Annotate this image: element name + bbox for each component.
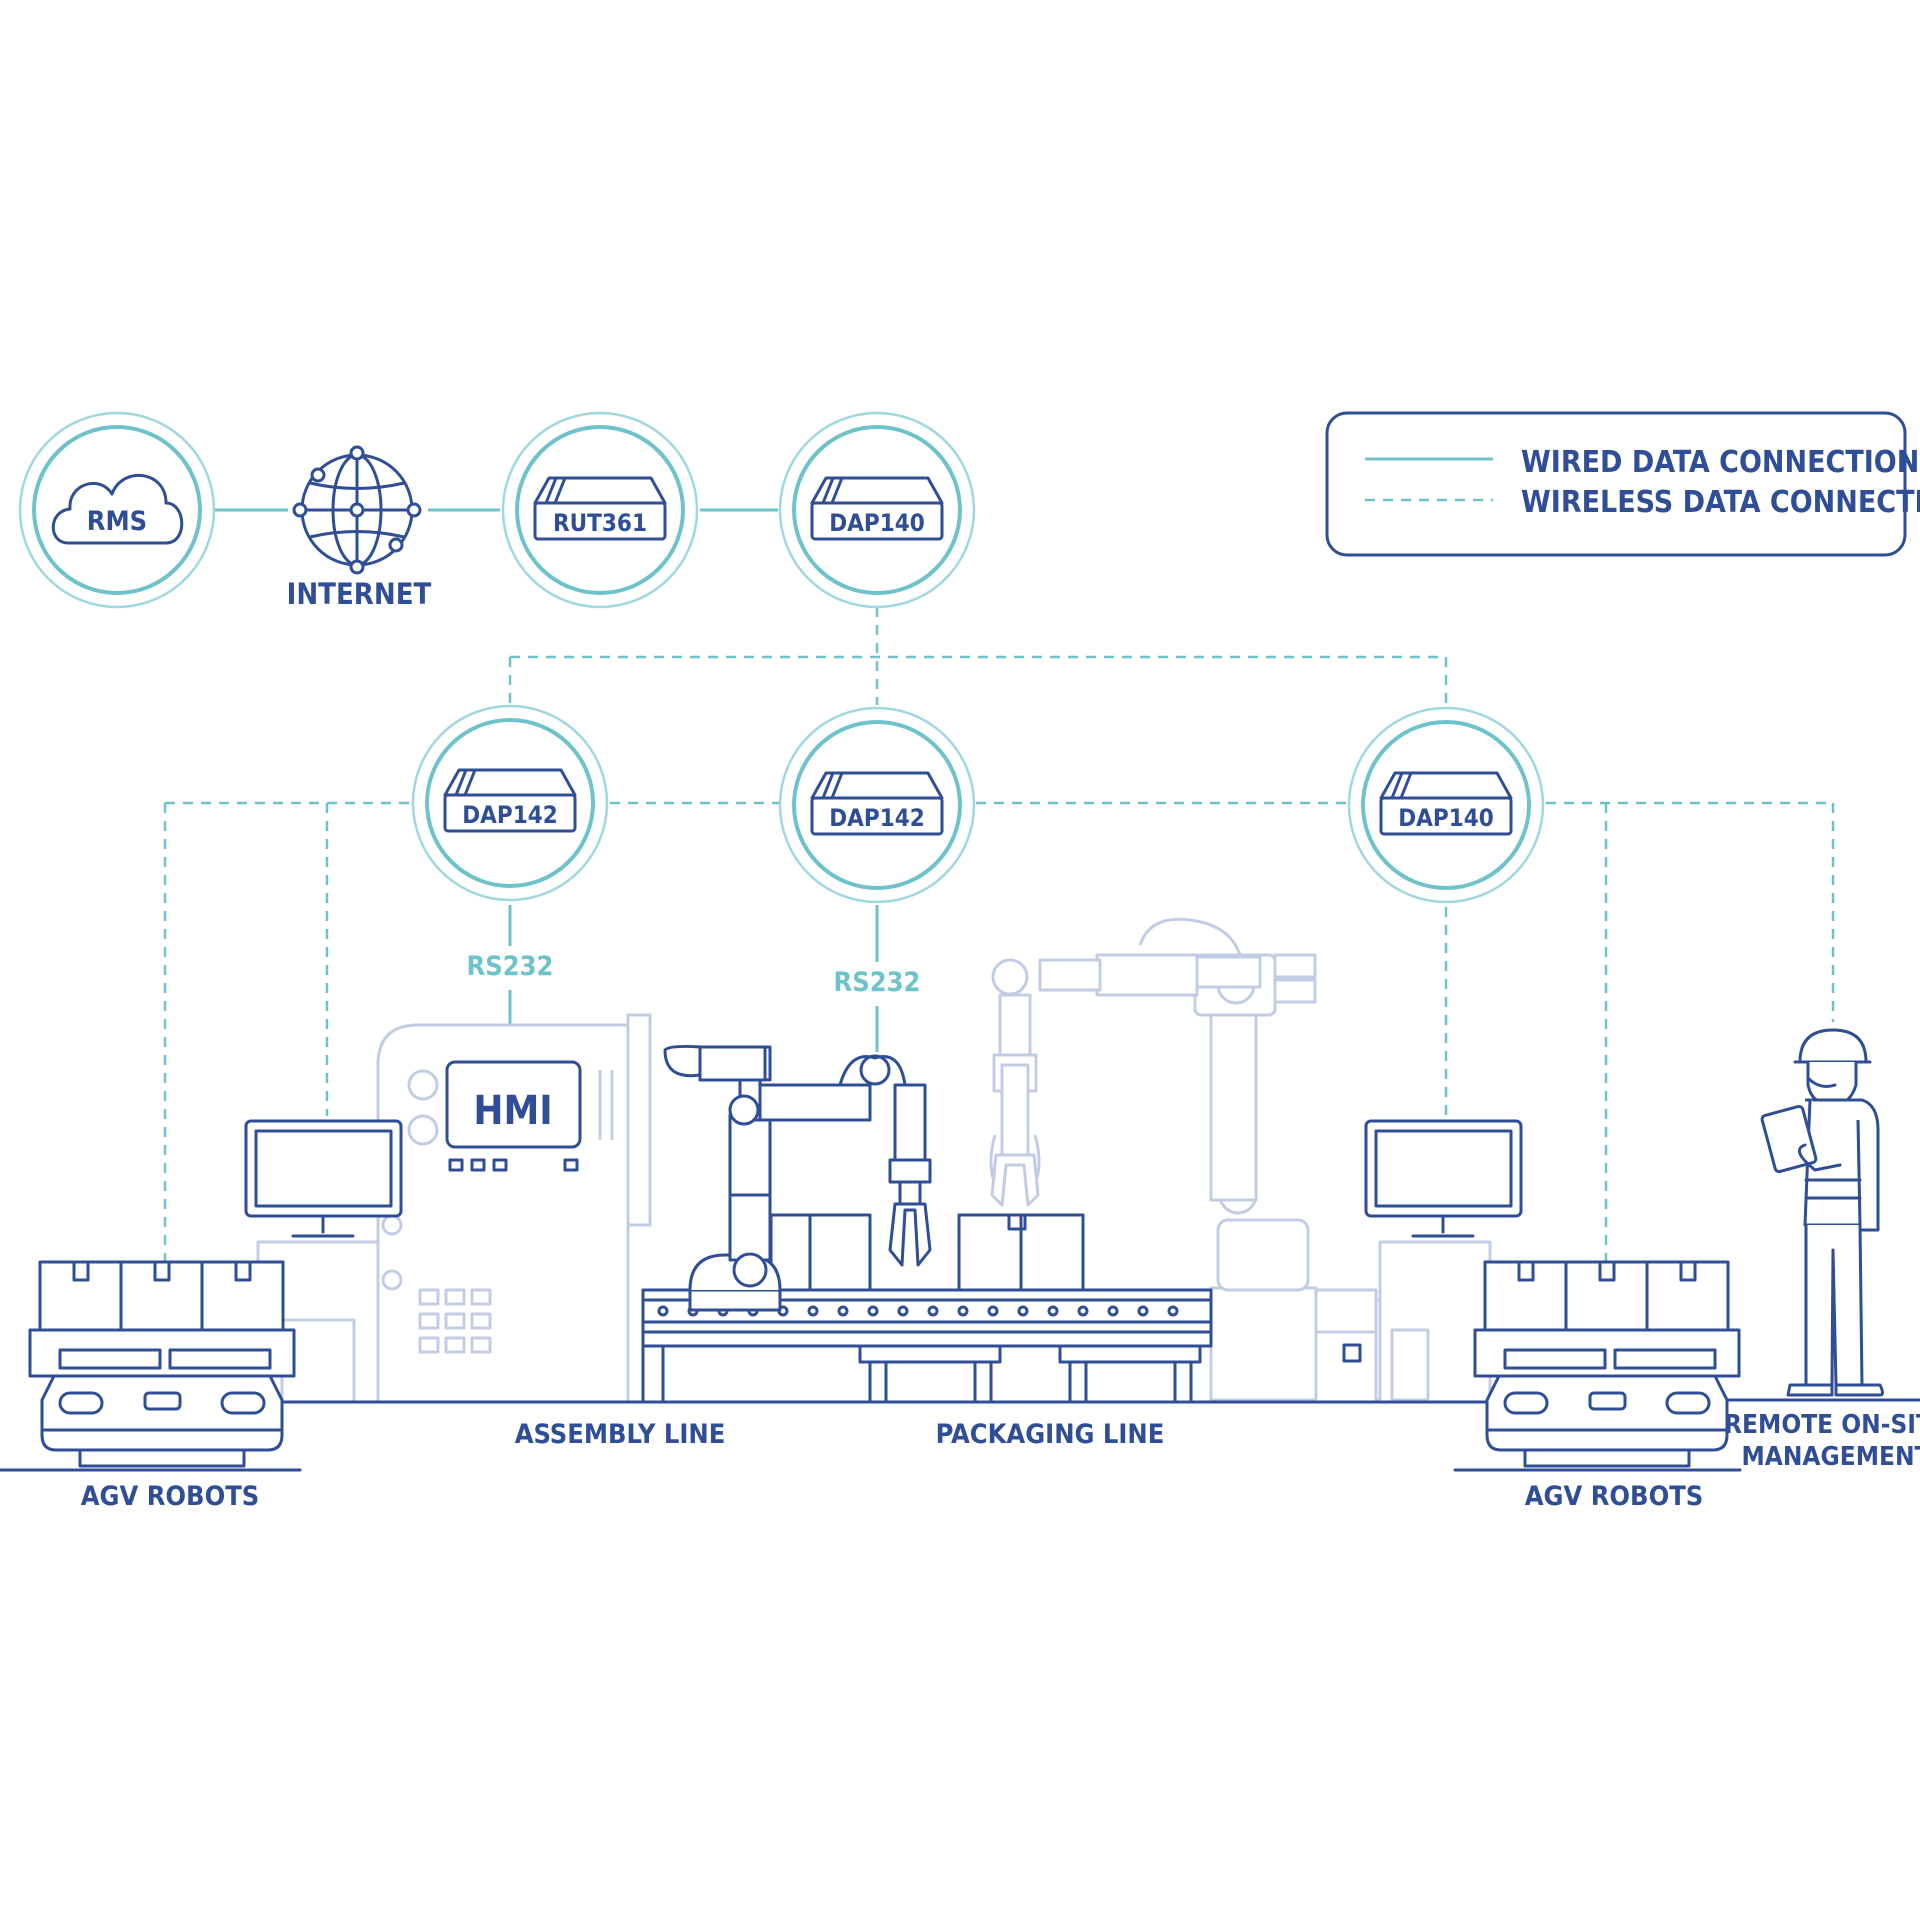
legend-wired-label: WIRED DATA CONNECTION [1521, 445, 1919, 480]
router-icon [533, 476, 667, 541]
packaging-gripper [990, 1063, 1040, 1207]
agv-robot-left [28, 1260, 296, 1468]
dap140-right-node: DAP140 [1347, 706, 1545, 904]
access-point-icon [810, 476, 944, 541]
packaging-robot [989, 917, 1318, 1402]
access-point-icon [810, 771, 944, 836]
dap140-top-node: DAP140 [778, 411, 976, 609]
conveyor-belt [641, 1288, 1378, 1404]
rms-node: RMS [18, 411, 216, 609]
dap140-top-label: DAP140 [829, 509, 925, 537]
dap140-right-label: DAP140 [1398, 804, 1494, 832]
agv-left-label: AGV ROBOTS [81, 1481, 260, 1512]
conveyor-boxes [769, 1213, 1085, 1292]
assembly-robot [663, 1044, 932, 1312]
assembly-line-label: ASSEMBLY LINE [515, 1419, 726, 1450]
remote-management-label-line2: MANAGEMENT [1741, 1442, 1920, 1472]
access-point-icon [443, 768, 577, 833]
legend-box [1325, 411, 1907, 557]
monitor-left [244, 1119, 403, 1238]
hmi-screen: HMI [445, 1060, 582, 1172]
legend: WIRED DATA CONNECTION WIRELESS DATA CONN… [1325, 411, 1920, 557]
dap142-center-node: DAP142 [778, 706, 976, 904]
dap142-left-label: DAP142 [462, 801, 558, 829]
legend-wireless-label: WIRELESS DATA CONNECTION [1521, 485, 1920, 520]
rms-inner-ring [32, 425, 202, 595]
internet-label: INTERNET [287, 577, 432, 611]
hmi-label: HMI [473, 1088, 552, 1134]
rs232-center-label: RS232 [834, 967, 921, 998]
dap142-left-node: DAP142 [411, 704, 609, 902]
access-point-icon [1379, 771, 1513, 836]
agv-robot-right [1473, 1260, 1741, 1468]
agv-right-label: AGV ROBOTS [1525, 1481, 1704, 1512]
remote-management-label-line1: REMOTE ON-SITE [1724, 1410, 1920, 1440]
rms-label: RMS [87, 506, 147, 537]
worker [1760, 1028, 1884, 1397]
rut361-node: RUT361 [501, 411, 699, 609]
cloud-icon [51, 473, 184, 545]
rut361-label: RUT361 [553, 509, 647, 537]
globe-icon [292, 445, 422, 575]
packaging-line-label: PACKAGING LINE [936, 1419, 1165, 1450]
monitor-right [1364, 1119, 1523, 1238]
dap142-center-label: DAP142 [829, 804, 925, 832]
internet-node: INTERNET [287, 445, 432, 611]
hard-hat-icon [1798, 1028, 1868, 1064]
rs232-left-label: RS232 [467, 951, 554, 982]
